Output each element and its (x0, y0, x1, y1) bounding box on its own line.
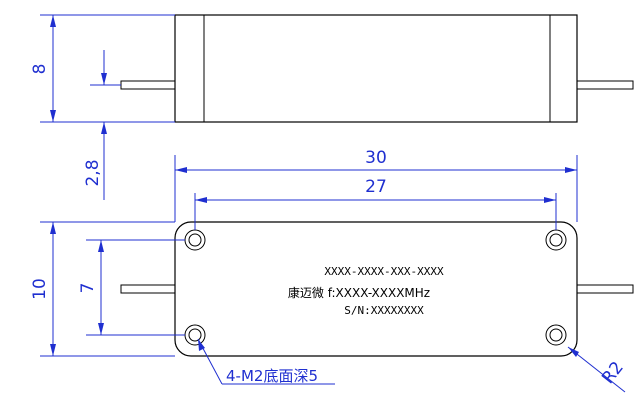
front-view-right-pin (576, 284, 634, 294)
front-view-left-pin (120, 284, 176, 294)
radius-callout-text: R2 (598, 358, 628, 388)
hole-callout: 4-M2底面深5 (197, 338, 335, 385)
hole-callout-text: 4-M2底面深5 (226, 367, 318, 385)
plate-frequency: 康迈微 f:XXXX-XXXXMHz (288, 285, 430, 300)
dimension-overall-length: 30 (174, 148, 578, 222)
side-view-left-pin (120, 80, 176, 90)
dimension-label-hole-vertical: 7 (78, 283, 98, 294)
mounting-hole-bottom-left (184, 324, 206, 346)
dimension-body-height: 10 (30, 221, 175, 357)
side-view (120, 14, 634, 123)
mounting-hole-top-right (545, 229, 567, 251)
plate-part-number: XXXX-XXXX-XXX-XXXX (324, 265, 444, 278)
plate-serial-number: S/N:XXXXXXXX (344, 304, 424, 317)
mounting-hole-top-left (184, 229, 206, 251)
side-view-body (174, 14, 578, 123)
mounting-hole-bottom-right (545, 324, 567, 346)
radius-callout: R2 (567, 346, 628, 393)
front-view: XXXX-XXXX-XXX-XXXX 康迈微 f:XXXX-XXXXMHz S/… (120, 221, 634, 357)
dimension-label-hole-spacing: 27 (365, 177, 387, 197)
dimension-label-gap: 2,8 (83, 159, 103, 186)
dimension-hole-spacing: 27 (194, 177, 557, 230)
dimension-label-overall-length: 30 (365, 148, 387, 168)
dimension-label-top-height: 8 (30, 64, 50, 75)
dimension-label-body-height: 10 (30, 278, 50, 300)
side-view-right-pin (576, 80, 634, 90)
dimension-top-height: 8 (30, 14, 175, 123)
dimension-gap: 2,8 (83, 50, 121, 200)
dimension-hole-vertical: 7 (78, 239, 185, 336)
